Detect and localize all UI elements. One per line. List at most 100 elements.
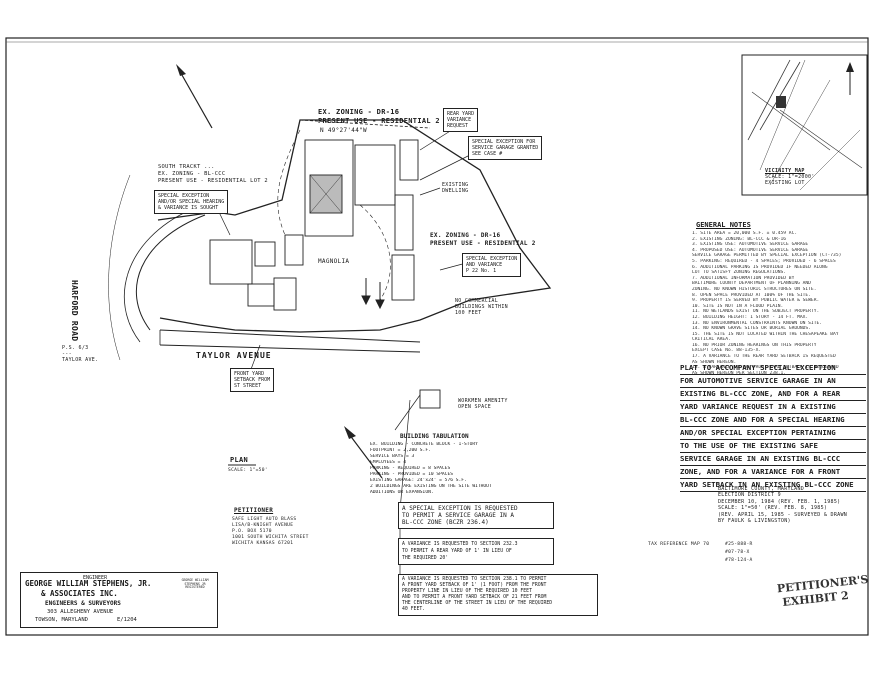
petitioner-block: SAFE LIGHT AUTO BLASS LISA/B-KNIGHT AVEN…	[232, 517, 309, 547]
amenity-label: WORKMEN AMENITY OPEN SPACE	[458, 398, 508, 410]
box-line: A SPECIAL EXCEPTION IS REQUESTED	[402, 505, 518, 512]
engineer-heading: ENGINEER	[83, 575, 108, 581]
case-reference: #78-124-A	[725, 558, 753, 563]
ps-note: P.S. 6/3 --- TAYLOR AVE.	[62, 345, 98, 363]
engineer-address: 303 ALLEGHENY AVENUE	[47, 609, 114, 615]
note-item: 8. OPEN SPACE PROVIDED AT 100% OF THE SI…	[692, 292, 811, 298]
north-arrow-1	[176, 64, 213, 129]
tabulation-row: EXISTING GARAGE: 24'x24' = 576 S.F.	[370, 478, 467, 483]
box-line: 40 FEET.	[402, 607, 426, 612]
petitioner-line: LISA/B-KNIGHT AVENUE	[232, 523, 294, 528]
label-line: SOUTH TRACKT ...	[158, 164, 215, 170]
note-item: 1. SITE AREA = 20,000 S.F. ± 0.459 AC.	[692, 231, 798, 236]
case-reference: #25-888-R	[725, 542, 753, 547]
buildings	[209, 139, 441, 409]
box-line: A VARIANCE IS REQUESTED TO SECTION 232.3	[402, 542, 518, 547]
bearing-north-label: N 49°27'44"W	[320, 127, 367, 134]
note-item: 4. PROPOSED USE: AUTOMOTIVE SERVICE GARA…	[692, 247, 809, 253]
engineer-name: GEORGE WILLIAM STEPHENS, JR.	[25, 579, 152, 588]
rear-yard-variance-box: A VARIANCE IS REQUESTED TO SECTION 232.3…	[398, 538, 554, 565]
taylor-avenue-label: TAYLOR AVENUE	[196, 351, 272, 360]
seal-text: GEORGE WILLIAM STEPHENS JR REGISTERED	[177, 578, 213, 590]
seal-line: STEPHENS JR	[184, 581, 206, 586]
petitioner-heading: PETITIONER	[234, 507, 274, 514]
general-notes: GENERAL NOTES 1. SITE AREA = 20,000 S.F.…	[692, 221, 852, 376]
box-line: PROPERTY LINE IN LIEU OF THE REQUIRED 10…	[402, 589, 532, 594]
building-tabulation: BUILDING TABULATION EX. BUILDING - CONCR…	[370, 433, 520, 496]
label-line: EX. ZONING - DR-16	[430, 232, 501, 239]
note-item: 17. A VARIANCE TO THE REAR YARD SETBACK …	[692, 354, 836, 360]
special-exception-west-note: SPECIAL EXCEPTION AND/OR SPECIAL HEARING…	[154, 190, 229, 214]
note-item: ZONING. NO KNOWN HISTORIC STRUCTURES ON …	[692, 286, 817, 292]
box-line: THE CENTERLINE OF THE STREET IN LIEU OF …	[402, 601, 553, 606]
note-item: 5. PARKING: REQUIRED - 4 SPACES; PROVIDE…	[692, 258, 836, 264]
arrows	[361, 278, 385, 310]
seal-line: GEORGE WILLIAM	[181, 578, 209, 582]
plat-title-line: PLAT TO ACCOMPANY SPECIAL EXCEPTION	[680, 362, 866, 375]
case-reference: #07-78-X	[725, 550, 750, 555]
note-item: 2. EXISTING ZONING: BL-CCC & DR-16	[692, 236, 787, 242]
note-item: AS SHOWN HEREON.	[692, 359, 737, 365]
front-yard-variance-box: A VARIANCE IS REQUESTED TO SECTION 238.1…	[398, 574, 598, 616]
engineer-city: TOWSON, MARYLAND	[35, 617, 88, 623]
north-arrow-2	[344, 426, 383, 479]
note-item: 6. ADDITIONAL PARKING IS PROVIDED IF NEE…	[692, 264, 828, 270]
plat-info-line: BALTIMORE COUNTY, MARYLAND	[718, 486, 805, 492]
note-line: P 22 No. 1	[466, 268, 497, 274]
note-line: & VARIANCE IS SOUGHT	[158, 205, 219, 211]
label-line: EX. ZONING - BL-CCC	[158, 171, 226, 177]
petitioner-line: WICHITA KANSAS 67201	[232, 541, 294, 546]
exhibit-line: EXHIBIT 2	[781, 589, 850, 609]
label-line: DWELLING	[442, 188, 469, 194]
note-line: SETBACK FROM	[234, 377, 271, 383]
engineer-profession: ENGINEERS & SURVEYORS	[45, 600, 121, 607]
existing-dwelling-label: EXISTING DWELLING	[442, 182, 468, 194]
label-line: EXISTING	[442, 182, 469, 188]
petitioner-line: P.O. BOX 5170	[232, 529, 272, 534]
note-item: EXCEPT CASE No. 88-135-X.	[692, 348, 762, 354]
label-line: PRESENT USE - RESIDENTIAL 2	[430, 240, 536, 247]
special-exception-east-note: SPECIAL EXCEPTION AND VARIANCE P 22 No. …	[462, 253, 522, 277]
zoning-east-label: EX. ZONING - DR-16 PRESENT USE - RESIDEN…	[430, 232, 536, 248]
plat-info-line: (REV. APRIL 15, 1985 - SURVEYED & DRAWN	[718, 511, 848, 518]
plat-title-line: YARD VARIANCE REQUEST IN A EXISTING	[680, 401, 866, 414]
note-item: AS SHOWN HEREON PER SECTION 238.1.	[692, 370, 787, 376]
engineer-firm: & ASSOCIATES INC.	[41, 589, 118, 598]
note-item: 14. NO KNOWN GRAVE SITES OR BURIAL GROUN…	[692, 326, 811, 332]
tabulation-row: PARKING - REQUIRED = 8 SPACES	[370, 466, 451, 471]
note-item: 3. EXISTING USE: AUTOMOTIVE SERVICE GARA…	[692, 242, 809, 248]
note-item: 9. PROPERTY IS SERVED BY PUBLIC WATER & …	[692, 298, 820, 304]
use-north-label: PRESENT USE - RESIDENTIAL 2	[318, 117, 440, 125]
tabulation-row: PARKING - PROVIDED = 10 SPACES	[370, 472, 453, 477]
note-line: SPECIAL EXCEPTION	[158, 193, 210, 199]
note-item: 10. SITE IS NOT IN A FLOOD PLAIN.	[692, 303, 784, 309]
box-line: A FRONT YARD SETBACK OF 1' (1 FOOT) FROM…	[402, 583, 547, 588]
plan-scale-label: SCALE: 1"=50'	[228, 468, 268, 473]
special-exception-garage-note: SPECIAL EXCEPTION FOR SERVICE GARAGE GRA…	[468, 136, 543, 160]
plat-title-line: AND/OR SPECIAL EXCEPTION PERTAINING	[680, 427, 866, 440]
note-line: P.S. 6/3	[62, 345, 89, 351]
tabulation-row: FOOTPRINT = 2,200 S.F.	[370, 448, 431, 453]
property-boundary	[157, 119, 552, 353]
note-item: 13. NO ENVIRONMENTAL CONSTRAINTS KNOWN O…	[692, 320, 822, 326]
tabulation-row: ADDITIONS OR EXPANSION.	[370, 490, 434, 495]
note-line: NO COMMERCIAL	[455, 298, 499, 304]
note-line: ---	[62, 351, 72, 357]
caption-line: VICINITY MAP	[765, 168, 805, 174]
tabulation-row: SERVICE BAYS = 3	[370, 454, 415, 459]
plat-info-line: DECEMBER 10, 1984 (REV. FEB. 1, 1985)	[718, 498, 841, 505]
label-line: PRESENT USE - RESIDENTIAL LOT 2	[158, 178, 268, 184]
plat-info-line: ELECTION DISTRICT 9	[718, 492, 781, 499]
rear-yard-variance-note: REAR YARD VARIANCE REQUEST	[443, 108, 479, 132]
box-line: A VARIANCE IS REQUESTED TO SECTION 238.1…	[402, 577, 547, 582]
note-line: SPECIAL EXCEPTION	[466, 256, 518, 262]
seal-line: REGISTERED	[185, 585, 205, 590]
plat-title-line: EXISTING BL-CCC ZONE, AND FOR A REAR	[680, 388, 866, 401]
note-item: BALTIMORE COUNTY DEPARTMENT OF PLANNING …	[692, 281, 811, 287]
zoning-west-label: SOUTH TRACKT ... EX. ZONING - BL-CCC PRE…	[158, 164, 268, 185]
front-yard-setback-note: FRONT YARD SETBACK FROM ST STREET	[230, 368, 275, 392]
engineer-title-block: ENGINEER GEORGE WILLIAM STEPHENS, JR. & …	[20, 572, 218, 628]
petitioner-line: SAFE LIGHT AUTO BLASS	[232, 517, 297, 522]
note-item: 15. THE SITE IS NOT LOCATED WITHIN THE C…	[692, 331, 839, 337]
plat-info-line: SCALE: 1"=50' (REV. FEB. 8, 1985)	[718, 505, 828, 512]
